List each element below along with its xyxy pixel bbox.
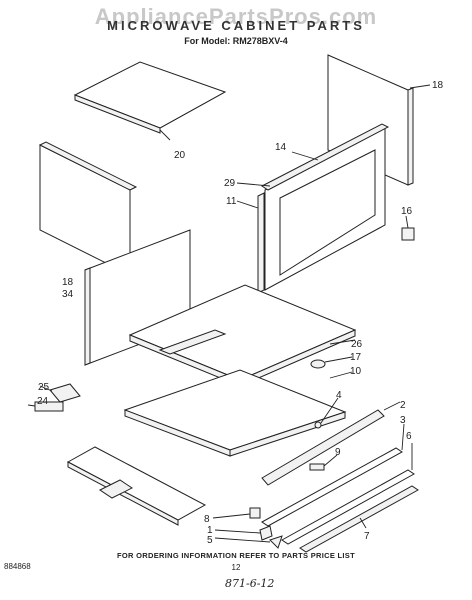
callout-20: 20 (174, 150, 186, 161)
front-frame-opening (279, 149, 376, 276)
callout-2: 2 (400, 400, 406, 411)
watermark: AppliancePartsPros.com (94, 4, 378, 29)
clip-9 (309, 463, 325, 471)
leader-11 (236, 200, 259, 209)
callout-26: 26 (351, 339, 363, 350)
leader-18-right (409, 84, 431, 89)
part-25-clip (49, 383, 81, 403)
ordering-note: FOR ORDERING INFORMATION REFER TO PARTS … (117, 551, 355, 560)
part-24-fitting (34, 401, 64, 412)
callout-6: 6 (406, 431, 412, 442)
trim-strip-3 (261, 447, 403, 527)
callout-7: 7 (364, 531, 370, 542)
callout-11: 11 (226, 196, 237, 207)
leader-2 (383, 401, 401, 411)
document-code: 884868 (4, 562, 31, 571)
lower-tray (66, 446, 207, 521)
frame-side-strip (257, 192, 265, 294)
callout-3: 3 (400, 415, 406, 426)
leader-29 (236, 182, 271, 187)
callout-8: 8 (204, 514, 210, 525)
callout-4: 4 (336, 390, 342, 401)
frame-top-strip (261, 123, 390, 191)
leader-14 (291, 151, 319, 161)
vent-grille (261, 409, 385, 486)
leader-10 (329, 371, 353, 379)
diagram-title: MICROWAVE CABINET PARTS (107, 18, 365, 33)
callout-18-right: 18 (432, 80, 444, 91)
callout-5: 5 (207, 535, 213, 546)
part-8-latch (249, 507, 261, 519)
base-pan (123, 369, 347, 451)
screw-4 (314, 421, 322, 429)
callout-10: 10 (350, 366, 362, 377)
callout-1: 1 (207, 525, 213, 536)
callout-29: 29 (224, 178, 236, 189)
callout-17: 17 (350, 352, 362, 363)
callout-18-left: 18 (62, 277, 74, 288)
part-5-wedge (269, 535, 283, 549)
handwritten-note: 871-6-12 (225, 577, 275, 590)
part-16-bracket (401, 227, 415, 241)
trim-strip-6 (281, 469, 415, 545)
model-label: For Model: RM278BXV-4 (184, 36, 288, 46)
part-1-hinge (259, 525, 273, 541)
leader-26 (329, 339, 356, 345)
lower-tray-bracket (99, 479, 133, 499)
bottom-plate-slot (158, 329, 227, 355)
callout-25: 25 (38, 382, 50, 393)
callout-16: 16 (401, 206, 413, 217)
callout-24: 24 (37, 396, 49, 407)
callout-34: 34 (62, 289, 74, 300)
top-panel-edge (74, 94, 161, 134)
part-17-foot (310, 359, 326, 369)
page-number: 12 (231, 563, 241, 572)
leader-20 (159, 129, 171, 141)
callout-14: 14 (275, 142, 287, 153)
top-panel (73, 61, 227, 129)
callout-9: 9 (335, 447, 341, 458)
bottom-rail-7 (299, 485, 419, 553)
